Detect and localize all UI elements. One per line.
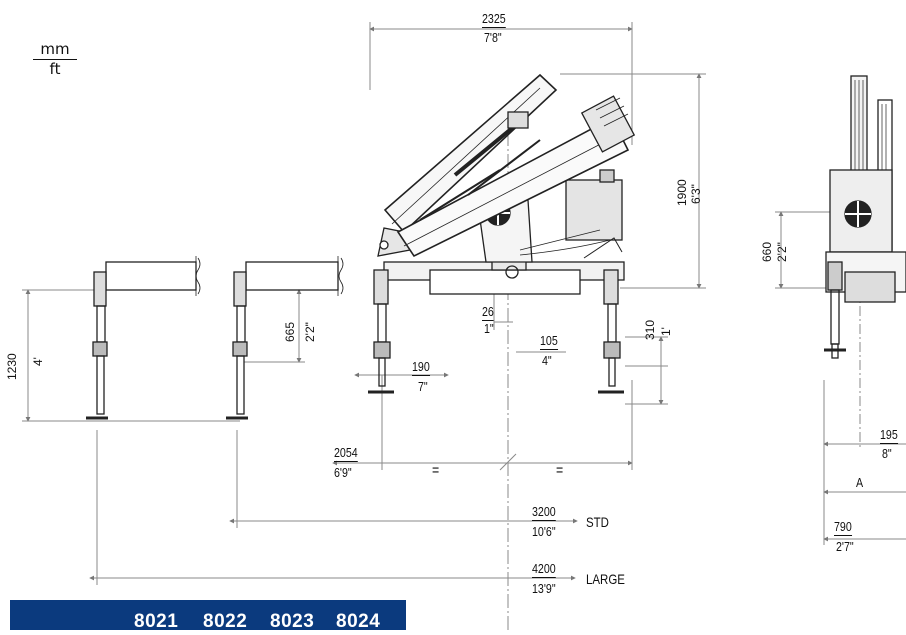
units-mm: mm — [33, 40, 77, 60]
large-ft: 13'9" — [532, 581, 556, 596]
model-8022: 8022 — [203, 611, 248, 632]
outrigger-std — [226, 256, 344, 420]
leg2-ft: 2'2" — [303, 322, 317, 342]
std-ft: 10'6" — [532, 524, 556, 539]
model-band: 8021 8022 8023 8024 — [10, 600, 406, 632]
span-mm: 2054 — [334, 445, 358, 462]
height-ft: 6'3" — [689, 184, 703, 204]
leg2-mm: 665 — [283, 321, 297, 342]
std-mm: 3200 — [532, 504, 556, 521]
width-mm-label: 2325 — [482, 11, 506, 28]
offset310-mm: 310 — [643, 319, 657, 340]
side790-mm-label: 790 — [834, 519, 852, 536]
crane-main-view — [368, 73, 636, 394]
std-mm-label: 3200 — [532, 504, 556, 521]
span-ft: 6'9" — [334, 465, 352, 480]
offset105-mm: 105 — [540, 333, 558, 350]
offset310-ft: 1' — [659, 327, 673, 336]
offset26-mm-label: 26 — [482, 304, 494, 321]
side790-ft: 2'7" — [836, 539, 854, 554]
side660-mm: 660 — [760, 241, 774, 262]
crane-side-view — [824, 75, 906, 359]
width-ft: 7'8" — [484, 30, 502, 45]
std-label: STD — [586, 514, 609, 530]
span-mm-label: 2054 — [334, 445, 358, 462]
side-a: A — [856, 475, 864, 490]
large-mm-label: 4200 — [532, 561, 556, 578]
side660-ft: 2'2" — [775, 242, 789, 262]
outrigger-large — [86, 256, 201, 420]
foot190-mm: 190 — [412, 359, 430, 376]
equal-left: = — [432, 462, 440, 479]
height-mm: 1900 — [675, 179, 689, 206]
model-8021: 8021 — [134, 611, 179, 632]
side195-mm-label: 195 — [880, 427, 898, 444]
dimension-lines — [22, 22, 906, 630]
units-legend: mm ft — [33, 40, 77, 78]
width-mm: 2325 — [482, 11, 506, 28]
side195-ft: 8" — [882, 446, 892, 461]
foot190-ft: 7" — [418, 379, 428, 394]
leg-mm: 1230 — [5, 353, 19, 380]
leg-ft: 4' — [31, 357, 45, 366]
model-8024: 8024 — [336, 611, 381, 632]
offset26-mm: 26 — [482, 304, 494, 321]
side195-mm: 195 — [880, 427, 898, 444]
offset26-ft: 1" — [484, 321, 494, 336]
fade-overlay — [690, 568, 906, 630]
large-mm: 4200 — [532, 561, 556, 578]
large-label: LARGE — [586, 571, 625, 587]
equal-right: = — [556, 462, 564, 479]
offset105-ft: 4" — [542, 353, 552, 368]
foot190-mm-label: 190 — [412, 359, 430, 376]
offset105-mm-label: 105 — [540, 333, 558, 350]
side790-mm: 790 — [834, 519, 852, 536]
model-8023: 8023 — [270, 611, 315, 632]
units-ft: ft — [49, 60, 61, 78]
